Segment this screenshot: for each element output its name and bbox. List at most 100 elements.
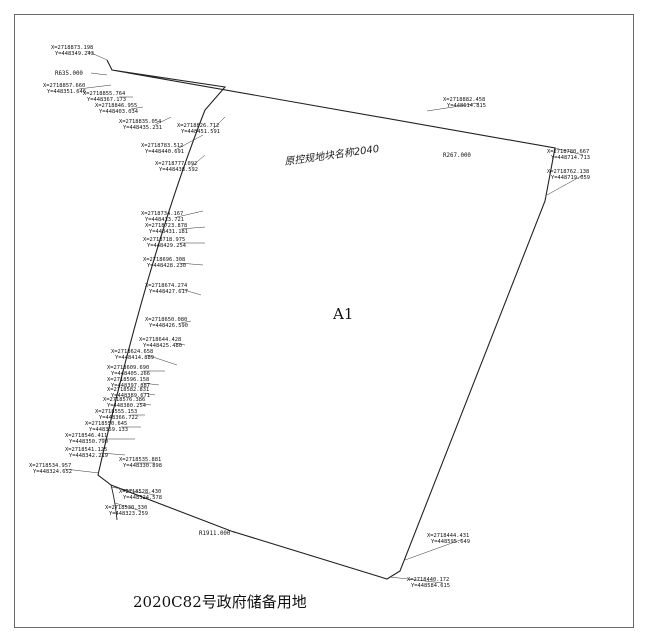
leader-line bbox=[100, 452, 126, 456]
coordinate-x: X=2718555.153 bbox=[95, 409, 137, 415]
leader-line bbox=[180, 226, 206, 230]
leader-line bbox=[146, 354, 178, 366]
coordinate-x: X=2718550.645 bbox=[85, 421, 127, 427]
coordinate-y: Y=448426.590 bbox=[149, 323, 188, 329]
leader-line bbox=[389, 576, 444, 584]
leader-line bbox=[86, 50, 108, 61]
coordinate-y: Y=448330.898 bbox=[123, 463, 162, 469]
coordinate-x: X=2718528.430 bbox=[119, 489, 161, 495]
coordinate-y: Y=448323.259 bbox=[109, 511, 148, 517]
coordinate-x: X=2718826.712 bbox=[177, 123, 219, 129]
coordinate-y: Y=448433.721 bbox=[145, 217, 184, 223]
leader-line bbox=[212, 116, 226, 130]
coordinate-y: Y=448359.133 bbox=[89, 427, 128, 433]
coordinate-y: Y=448440.691 bbox=[145, 149, 184, 155]
coordinate-x: X=2718835.054 bbox=[119, 119, 161, 125]
radius-leader bbox=[230, 530, 236, 534]
boundary-lines bbox=[97, 59, 556, 580]
coordinate-x: X=2718762.138 bbox=[547, 169, 589, 175]
leader-line bbox=[142, 382, 160, 386]
coordinate-y: Y=448397.887 bbox=[111, 383, 150, 389]
coordinate-x: X=2718624.658 bbox=[111, 349, 153, 355]
coordinate-x: X=2718534.957 bbox=[29, 463, 71, 469]
coordinate-x: X=2718546.411 bbox=[65, 433, 107, 439]
coordinate-y: Y=448595.649 bbox=[431, 539, 470, 545]
leader-line bbox=[176, 134, 204, 150]
radius-label: R1911.000 bbox=[199, 531, 231, 537]
coordinate-y: Y=448429.254 bbox=[147, 243, 186, 249]
coordinate-x: X=2718734.167 bbox=[141, 211, 183, 217]
coordinate-x: X=2718440.172 bbox=[407, 577, 449, 583]
coordinate-x: X=2718846.955 bbox=[95, 103, 137, 109]
boundary-tail bbox=[110, 484, 118, 521]
coordinate-x: X=2718777.092 bbox=[155, 161, 197, 167]
leader-line bbox=[178, 262, 204, 266]
handwritten-note: 原控规地块名称2040 bbox=[284, 143, 380, 168]
coordinate-x: X=2718780.667 bbox=[547, 149, 589, 155]
leader-line bbox=[78, 84, 112, 90]
coordinate-x: X=2718650.080 bbox=[145, 317, 187, 323]
coordinate-y: Y=448719.059 bbox=[551, 175, 590, 181]
coordinate-y: Y=448366.722 bbox=[99, 415, 138, 421]
coordinate-y: Y=448438.592 bbox=[159, 167, 198, 173]
coordinate-y: Y=448425.480 bbox=[143, 343, 182, 349]
coordinate-y: Y=448403.034 bbox=[99, 109, 138, 115]
radius-leader bbox=[90, 72, 108, 76]
coordinate-x: X=2718609.690 bbox=[107, 365, 149, 371]
leader-line bbox=[138, 402, 152, 406]
parcel-label: A1 bbox=[332, 305, 353, 323]
coordinate-y: Y=448414.889 bbox=[115, 355, 154, 361]
leader-line bbox=[426, 102, 480, 112]
radius-label: R267.000 bbox=[443, 153, 471, 159]
leader-line bbox=[546, 174, 584, 196]
coordinate-x: X=2718857.660 bbox=[43, 83, 85, 89]
coordinate-x: X=2718582.831 bbox=[107, 387, 149, 393]
coordinate-x: X=2718696.308 bbox=[143, 257, 185, 263]
coordinate-y: Y=448351.646 bbox=[47, 89, 86, 95]
coordinate-y: Y=448435.231 bbox=[123, 125, 162, 131]
radius-label: R635.000 bbox=[55, 71, 83, 77]
coordinate-x: X=2718541.125 bbox=[65, 447, 107, 453]
leader-line bbox=[110, 486, 156, 496]
parcel-boundary bbox=[97, 59, 556, 580]
coordinate-x: X=2718535.881 bbox=[119, 457, 161, 463]
coordinate-x: X=2718723.878 bbox=[145, 223, 187, 229]
coordinate-x: X=2718873.198 bbox=[51, 45, 93, 51]
coordinate-y: Y=448451.591 bbox=[181, 129, 220, 135]
leader-line bbox=[176, 210, 204, 218]
coordinate-y: Y=448349.243 bbox=[55, 51, 94, 57]
coordinate-x: X=2718882.458 bbox=[443, 97, 485, 103]
leader-line bbox=[554, 147, 584, 156]
coordinate-y: Y=448431.181 bbox=[149, 229, 188, 235]
leader-line bbox=[114, 502, 142, 512]
leader-line bbox=[174, 342, 186, 346]
coordinate-x: X=2718644.428 bbox=[139, 337, 181, 343]
